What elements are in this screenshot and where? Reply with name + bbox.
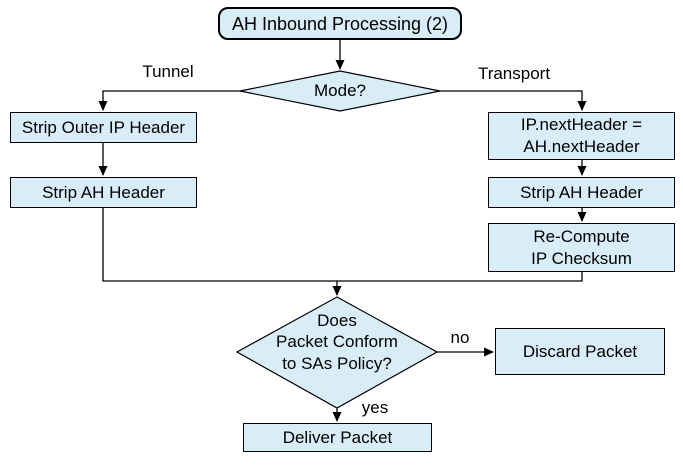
branch-label-tunnel: Tunnel (142, 62, 194, 81)
edge-merge-line (102, 208, 583, 282)
node-strip-ah-header-tunnel: Strip AH Header (10, 177, 197, 208)
mode-decision-label: Mode? (314, 81, 366, 101)
node-start: AH Inbound Processing (2) (218, 7, 462, 40)
mode-decision-diamond (239, 70, 441, 112)
node-deliver-packet: Deliver Packet (243, 423, 432, 452)
node-ip-next-header: IP.nextHeader = AH.nextHeader (488, 112, 675, 160)
edge-mode-to-ipnext-transport (440, 90, 587, 111)
branch-label-no: no (450, 328, 470, 347)
node-discard-packet: Discard Packet (495, 328, 665, 375)
policy-decision-diamond (235, 296, 439, 409)
node-strip-outer-ip-header: Strip Outer IP Header (10, 112, 197, 143)
policy-decision-label: Does Packet Conform to SAs Policy? (276, 310, 398, 373)
branch-label-transport: Transport (477, 64, 551, 83)
node-recompute-ip-checksum: Re-Compute IP Checksum (488, 223, 675, 272)
node-strip-ah-header-transport: Strip AH Header (488, 177, 675, 208)
branch-label-yes: yes (361, 398, 389, 417)
edge-mode-to-strip-outer-tunnel (98, 90, 240, 111)
